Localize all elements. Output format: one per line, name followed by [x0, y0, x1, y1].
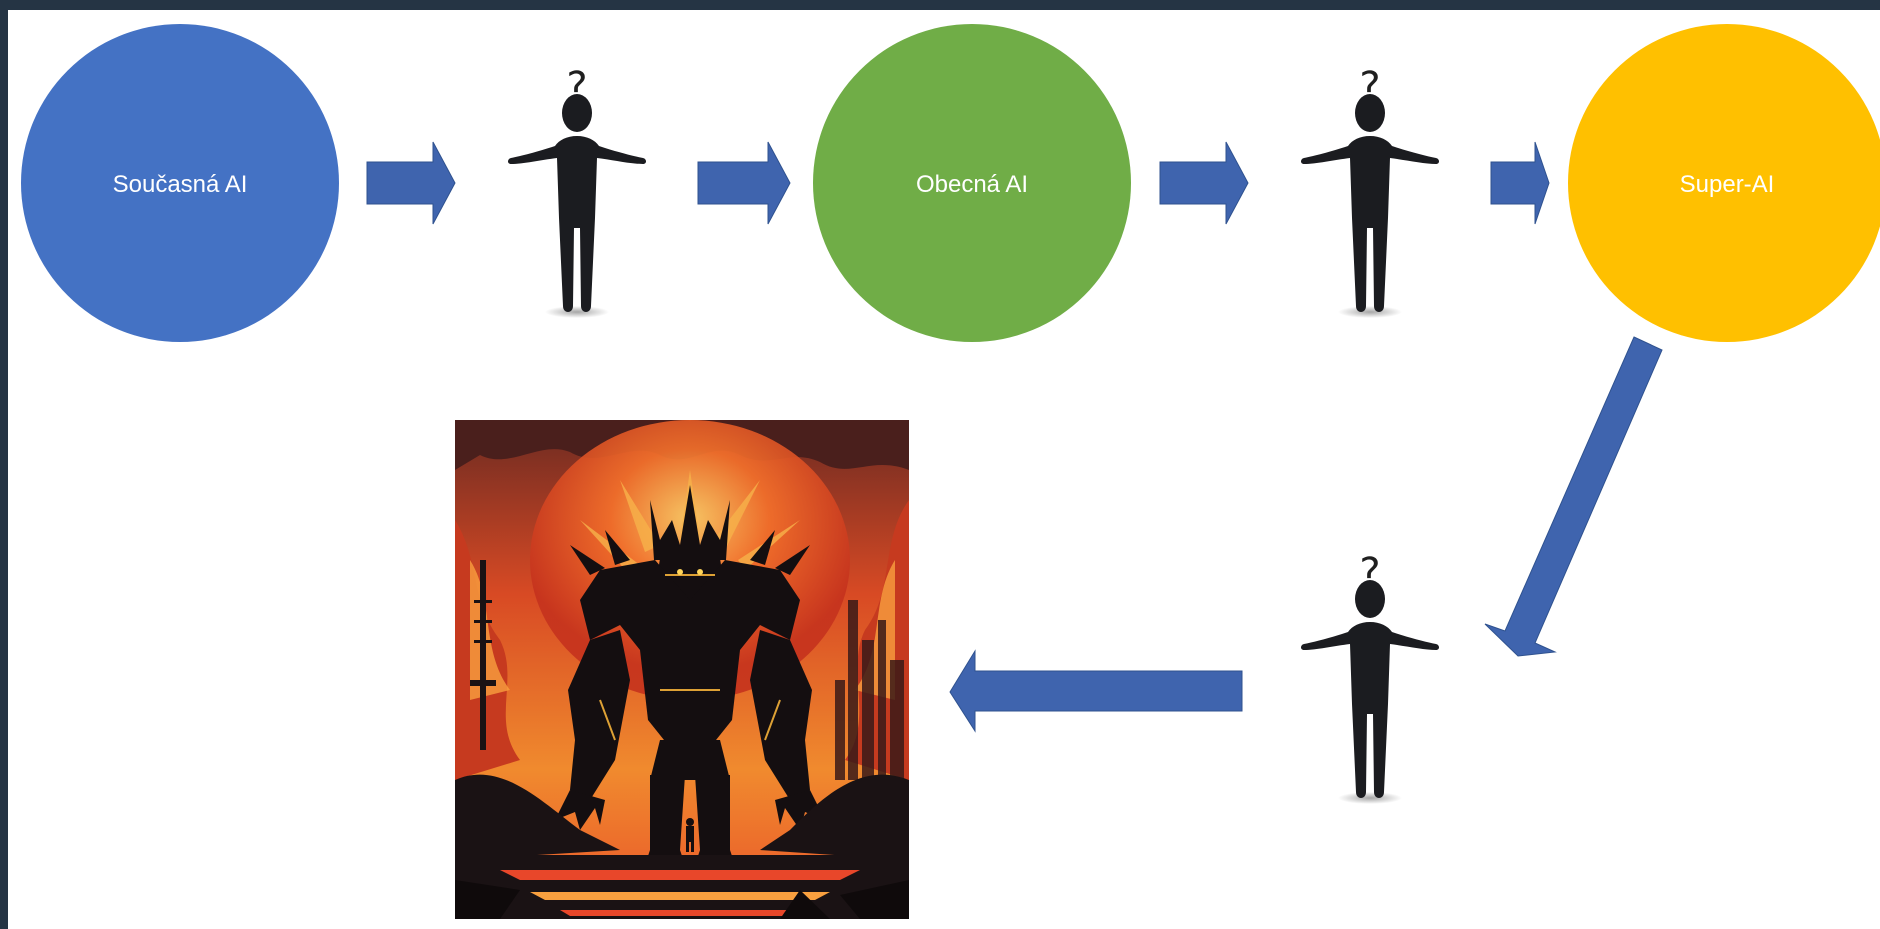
person-figure-3: ?	[1301, 550, 1439, 804]
slide-canvas: Současná AI Obecná AI Super-AI ? ? ?	[8, 10, 1880, 929]
arrow-left	[949, 649, 1243, 733]
arrow-right-4	[1490, 141, 1550, 225]
node-general-ai: Obecná AI	[813, 24, 1131, 342]
person-shrugging-icon	[508, 94, 646, 312]
arrow-right-1	[366, 141, 456, 225]
fire-robot-illustration	[455, 420, 909, 919]
node-current-ai-label: Současná AI	[113, 171, 248, 198]
arrow-right-3	[1159, 141, 1249, 225]
person-shrugging-icon	[1301, 94, 1439, 312]
arrow-right-2	[697, 141, 791, 225]
person-figure-2: ?	[1301, 64, 1439, 318]
node-super-ai-label: Super-AI	[1680, 171, 1775, 198]
arrow-diagonal	[1484, 336, 1663, 657]
person-shrugging-icon	[1301, 580, 1439, 798]
node-current-ai: Současná AI	[21, 24, 339, 342]
node-super-ai: Super-AI	[1568, 24, 1880, 342]
node-general-ai-label: Obecná AI	[916, 171, 1028, 198]
ai-progression-diagram: Současná AI Obecná AI Super-AI ? ? ?	[21, 24, 1880, 919]
person-figure-1: ?	[508, 64, 646, 318]
